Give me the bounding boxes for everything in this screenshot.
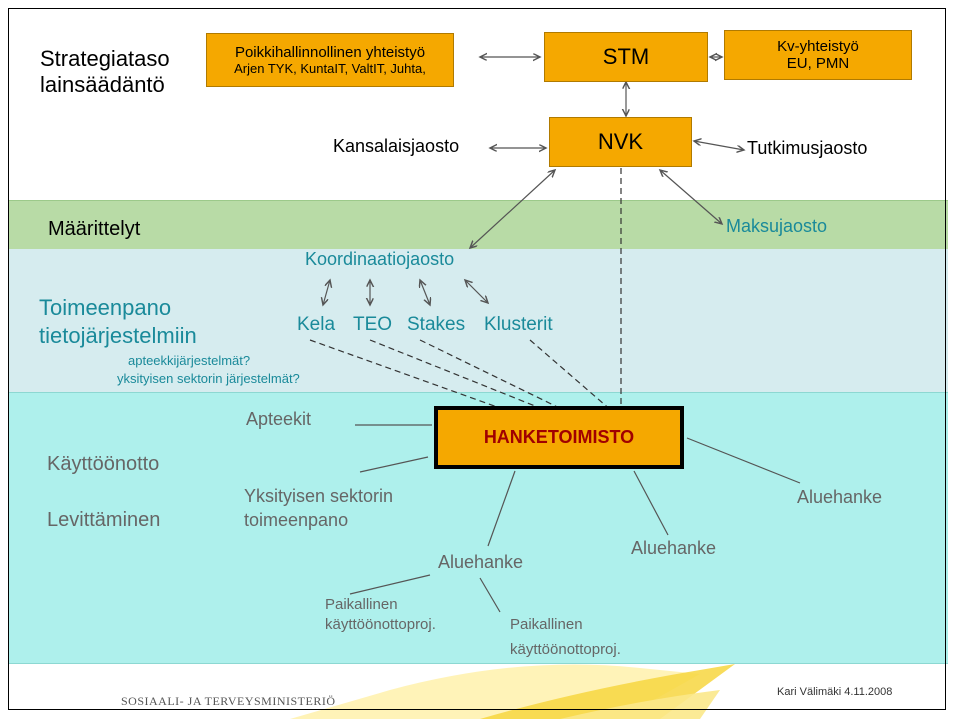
toimeenpano-line1: Toimeenpano — [39, 295, 172, 320]
slide-frame — [8, 8, 946, 710]
aluehanke-mid-label: Aluehanke — [631, 538, 717, 558]
tutkimusjaosto-label: Tutkimusjaosto — [747, 138, 868, 158]
kansalaisjaosto-label: Kansalaisjaosto — [333, 136, 460, 156]
stm-box: STM — [544, 32, 708, 82]
poikkihallinnollinen-members: Arjen TYK, KuntaIT, ValtIT, Juhta, — [234, 61, 426, 76]
paikallinen-1-label: Paikallinen käyttöönottoproj. — [325, 595, 436, 635]
apteekit-label: Apteekit — [246, 409, 312, 429]
paikallinen-2-line2: käyttöönottoproj. — [510, 641, 621, 658]
koordinaatiojaosto-label: Koordinaatiojaosto — [305, 249, 455, 269]
ministry-footer: SOSIAALI- JA TERVEYSMINISTERIÖ — [121, 694, 336, 708]
aluehanke-right-label: Aluehanke — [797, 487, 883, 507]
paikallinen-1-line1: Paikallinen — [325, 596, 398, 613]
toimeenpano-label: Toimeenpano tietojärjestelmiin — [39, 294, 197, 350]
kv-yhteistyo-members: EU, PMN — [786, 55, 850, 72]
toimeenpano-line2: tietojärjestelmiin — [39, 323, 197, 348]
levittaminen-label: Levittäminen — [47, 509, 161, 531]
paikallinen-2-label: Paikallinen käyttöönottoproj. — [510, 612, 621, 662]
klusterit-label: Klusterit — [484, 314, 553, 335]
teo-label: TEO — [353, 314, 393, 335]
stm-label: STM — [602, 44, 650, 69]
nvk-label: NVK — [597, 129, 644, 154]
kv-yhteistyo-box: Kv-yhteistyö EU, PMN — [724, 30, 912, 80]
nvk-box: NVK — [549, 117, 692, 167]
kayttoonotto-label: Käyttöönotto — [47, 453, 160, 475]
strategy-label: Strategiataso lainsäädäntö — [40, 46, 170, 98]
aluehanke-center-label: Aluehanke — [438, 552, 524, 572]
paikallinen-1-line2: käyttöönottoproj. — [325, 616, 436, 633]
yksityisen-sektorin-label: Yksityisen sektorin toimeenpano — [244, 484, 393, 532]
strategy-label-line1: Strategiataso — [40, 46, 170, 71]
paikallinen-2-line1: Paikallinen — [510, 616, 583, 633]
maksujaosto-label: Maksujaosto — [726, 216, 828, 236]
yksityisen-sektorin-line1: Yksityisen sektorin — [244, 486, 394, 506]
kv-yhteistyo-title: Kv-yhteistyö — [777, 38, 859, 55]
hanketoimisto-box: HANKETOIMISTO — [434, 406, 684, 469]
kela-label: Kela — [297, 314, 336, 335]
poikkihallinnollinen-title: Poikkihallinnollinen yhteistyö — [234, 44, 426, 61]
poikkihallinnollinen-box: Poikkihallinnollinen yhteistyö Arjen TYK… — [206, 33, 454, 87]
hanketoimisto-label: HANKETOIMISTO — [483, 427, 635, 447]
stakes-label: Stakes — [407, 314, 466, 335]
yksityisen-sektorin-line2: toimeenpano — [244, 510, 349, 530]
yksityisen-jarjestelmat-note: yksityisen sektorin järjestelmät? — [117, 371, 300, 386]
strategy-label-line2: lainsäädäntö — [40, 72, 165, 97]
maarittelyt-label: Määrittelyt — [48, 218, 141, 240]
author-date-footer: Kari Välimäki 4.11.2008 — [777, 686, 893, 698]
apteekkijarjestelmat-note: apteekkijärjestelmät? — [128, 353, 251, 368]
